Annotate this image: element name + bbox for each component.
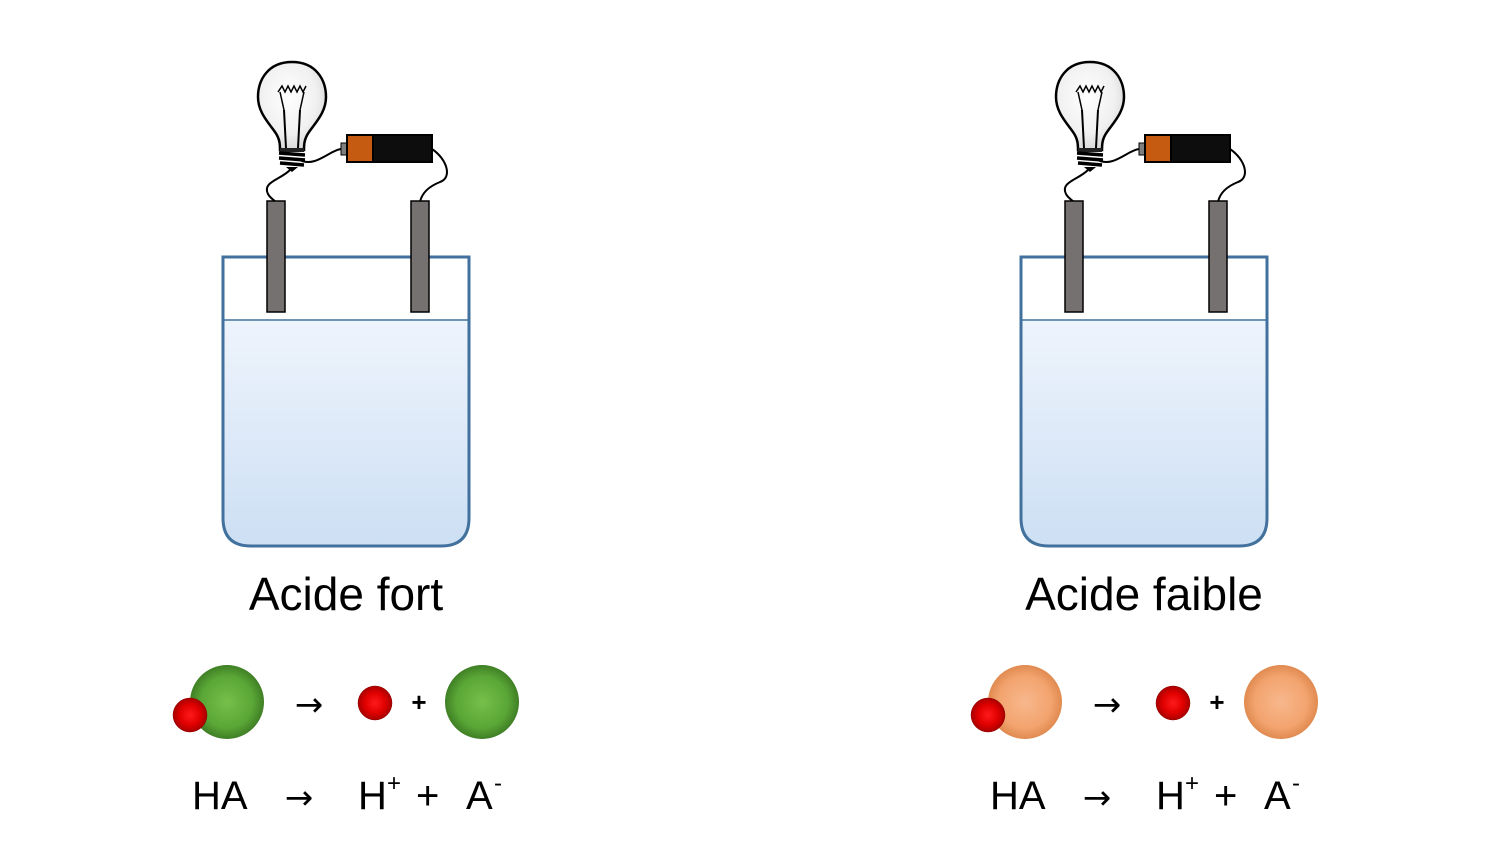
- equation-anion: A: [466, 774, 493, 818]
- battery-icon: [340, 134, 433, 163]
- hydrogen-ion: [1155, 685, 1191, 721]
- panel-strong-acid: Acide fort → + HA → H + + A -: [172, 60, 519, 818]
- molecule-arrow: →: [295, 685, 324, 725]
- molecule-plus: +: [1209, 687, 1224, 717]
- molecule-arrow: →: [1093, 685, 1122, 725]
- equation-proton-charge: +: [1185, 770, 1199, 797]
- light-bulb-icon: [1054, 60, 1126, 172]
- beaker-icon: [1019, 255, 1269, 548]
- equation-plus: +: [416, 774, 439, 818]
- molecule-plus: +: [411, 687, 426, 717]
- wire: [265, 169, 291, 203]
- equation-proton: H: [358, 774, 387, 818]
- anion-ion: [1244, 665, 1318, 739]
- hydrogen-atom: [172, 697, 208, 733]
- panel-title: Acide fort: [249, 568, 444, 620]
- battery-icon: [1138, 134, 1231, 163]
- wire: [419, 148, 448, 203]
- electrode-icon: [266, 200, 286, 313]
- equation-proton-charge: +: [387, 770, 401, 797]
- wire: [1217, 148, 1246, 203]
- equation-anion-charge: -: [494, 770, 502, 797]
- wire: [1063, 169, 1089, 203]
- equation-proton: H: [1156, 774, 1185, 818]
- electrode-icon: [1208, 200, 1228, 313]
- electrode-icon: [1064, 200, 1084, 313]
- electrode-icon: [410, 200, 430, 313]
- equation-reactant: HA: [990, 774, 1046, 818]
- panel-weak-acid: Acide faible → + HA → H + + A -: [970, 60, 1318, 818]
- anion-molecule: [988, 665, 1062, 739]
- equation-anion-charge: -: [1292, 770, 1300, 797]
- equation-reactant: HA: [192, 774, 248, 818]
- equation-anion: A: [1264, 774, 1291, 818]
- equation-arrow: →: [1083, 778, 1112, 818]
- beaker-icon: [221, 255, 471, 548]
- hydrogen-atom: [970, 697, 1006, 733]
- equation-plus: +: [1214, 774, 1237, 818]
- wire: [299, 148, 342, 163]
- anion-molecule: [190, 665, 264, 739]
- wire: [1097, 148, 1140, 163]
- equation-arrow: →: [285, 778, 314, 818]
- hydrogen-ion: [357, 685, 393, 721]
- panel-title: Acide faible: [1025, 568, 1263, 620]
- light-bulb-icon: [256, 60, 328, 172]
- anion-ion: [445, 665, 519, 739]
